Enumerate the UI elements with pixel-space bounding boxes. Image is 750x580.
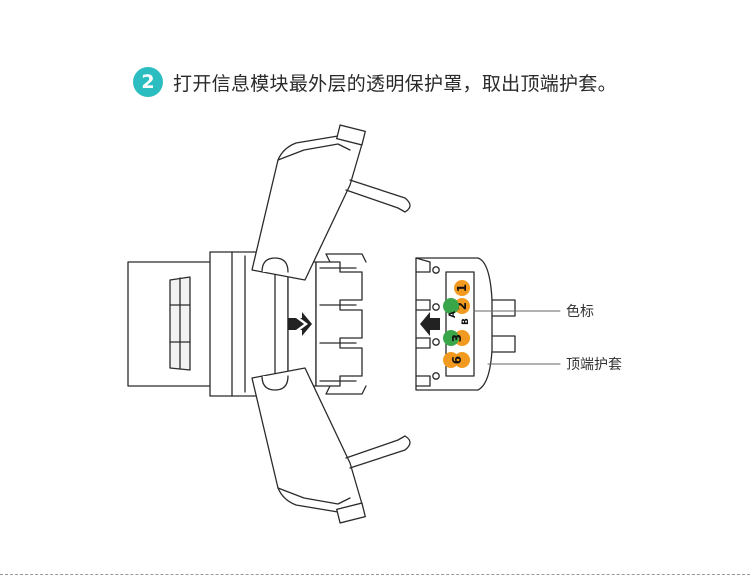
top-cap-body [415,257,516,391]
svg-text:B: B [461,318,471,325]
upper-dust-cover [251,124,411,281]
idc-terminal-block [315,253,367,395]
arrow-left-icon [420,312,440,336]
step-number-badge: 2 [133,67,164,97]
svg-text:6: 6 [450,356,464,364]
svg-text:2: 2 [455,302,469,310]
lower-dust-cover [251,367,411,524]
color-code-marks: 1 2 A B 3 6 [443,280,471,368]
svg-text:1: 1 [455,284,469,292]
color-code-label: 色标 [566,303,594,320]
svg-text:A: A [448,311,458,318]
color-dot-6 [454,352,470,368]
color-dot-1 [454,280,470,296]
step-instruction: 打开信息模块最外层的透明保护罩，取出顶端护套。 [173,72,617,95]
color-dot-2 [454,298,470,314]
arrow-right-icon-2 [296,318,308,330]
color-dot-3 [454,330,470,346]
arrow-right-icon [288,312,312,336]
step-heading: 2 打开信息模块最外层的透明保护罩，取出顶端护套。 [0,62,750,102]
bottom-divider [0,574,750,575]
top-cap-label: 顶端护套 [566,357,622,373]
svg-text:3: 3 [450,334,464,342]
